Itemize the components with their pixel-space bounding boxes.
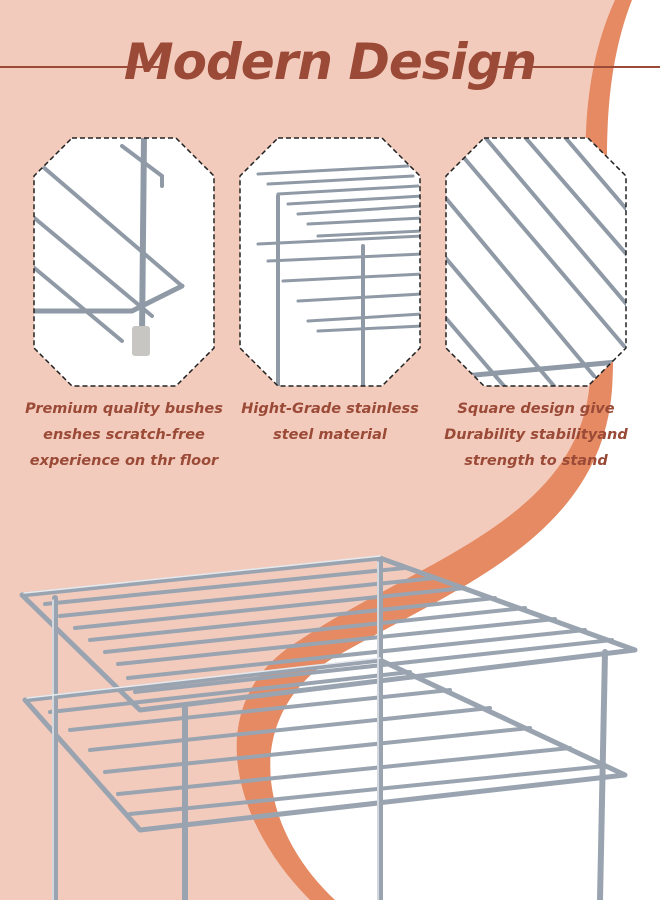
steel-rack-icon (239, 137, 421, 387)
title-rule-left (0, 66, 160, 68)
caption-steel-line-2: steel material (273, 427, 387, 443)
page-title: Modern Design (123, 33, 537, 91)
feature-card-steel (238, 136, 422, 388)
caption-square-line-1: Square design give (457, 401, 615, 417)
caption-bushes-line-3: experience on thr floor (29, 453, 219, 469)
rubber-bush-icon (33, 137, 215, 387)
title-rule-right (498, 66, 660, 68)
caption-steel-line-1: Hight-Grade stainless (241, 401, 419, 417)
square-wire-icon (445, 137, 627, 387)
caption-steel: Hight-Grade stainless steel material (220, 396, 440, 448)
feature-card-square (444, 136, 628, 388)
shoe-rack-image (19, 555, 638, 900)
feature-card-bushes (32, 136, 216, 388)
caption-square-line-3: strength to stand (464, 453, 608, 469)
caption-bushes-line-1: Premium quality bushes (25, 401, 223, 417)
caption-square: Square design give Durability stabilitya… (426, 396, 646, 474)
caption-bushes-line-2: enshes scratch-free (43, 427, 205, 443)
caption-square-line-2: Durability stabilityand (444, 427, 628, 443)
caption-bushes: Premium quality bushes enshes scratch-fr… (14, 396, 234, 474)
